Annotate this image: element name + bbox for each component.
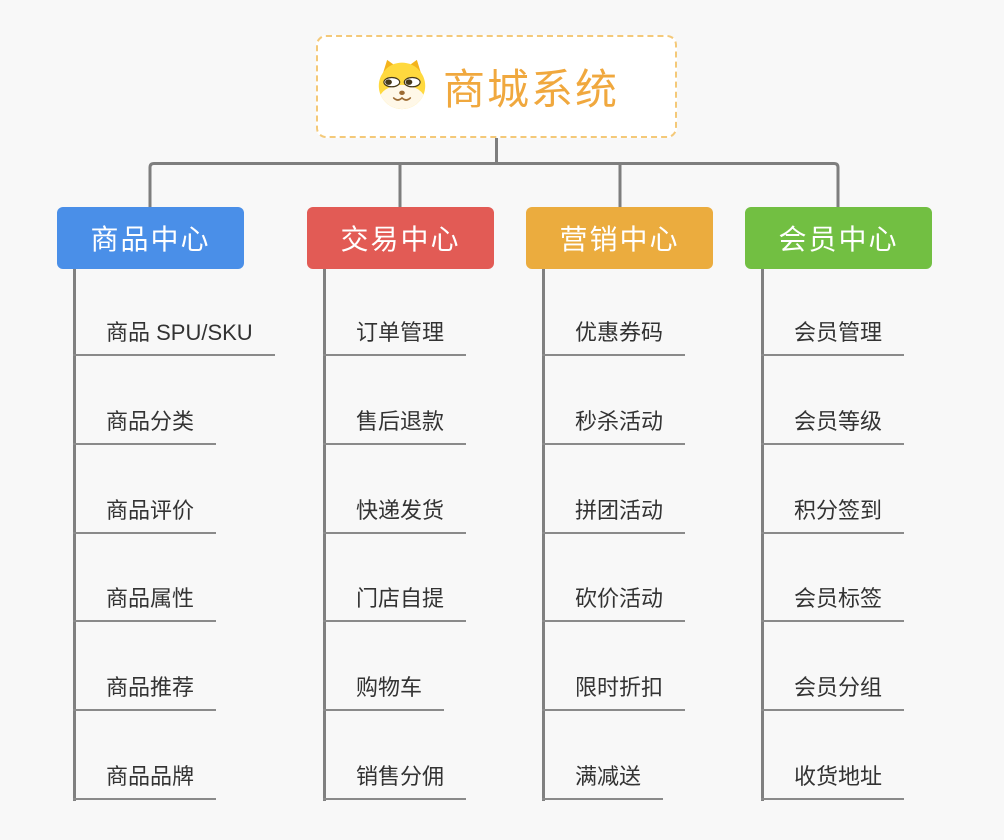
tree-item[interactable]: 砍价活动 — [542, 584, 686, 622]
tree-item[interactable]: 拼团活动 — [542, 496, 686, 534]
branch-header-member-center[interactable]: 会员中心 — [745, 207, 932, 269]
tree-item[interactable]: 会员管理 — [761, 318, 905, 356]
branch-trade-center: 交易中心 订单管理 售后退款 快递发货 门店自提 购物车 销售分佣 — [307, 207, 567, 807]
branch-connector-line — [323, 269, 326, 801]
branch-header-trade-center[interactable]: 交易中心 — [307, 207, 494, 269]
tree-item[interactable]: 会员标签 — [761, 584, 905, 622]
tree-item[interactable]: 门店自提 — [323, 584, 467, 622]
tree-item[interactable]: 秒杀活动 — [542, 407, 686, 445]
branch-product-center: 商品中心 商品 SPU/SKU 商品分类 商品评价 商品属性 商品推荐 商品品牌 — [57, 207, 317, 807]
tree-item[interactable]: 快递发货 — [323, 496, 467, 534]
tree-item[interactable]: 优惠券码 — [542, 318, 686, 356]
tree-item[interactable]: 订单管理 — [323, 318, 467, 356]
tree-item[interactable]: 商品分类 — [73, 407, 217, 445]
shiba-dog-icon — [374, 58, 430, 115]
branch-connector-line — [73, 269, 76, 801]
tree-item[interactable]: 商品推荐 — [73, 673, 217, 711]
root-node[interactable]: 商城系统 — [316, 35, 677, 138]
tree-item[interactable]: 售后退款 — [323, 407, 467, 445]
tree-item[interactable]: 会员分组 — [761, 673, 905, 711]
tree-item[interactable]: 商品品牌 — [73, 762, 217, 800]
tree-item[interactable]: 会员等级 — [761, 407, 905, 445]
tree-item[interactable]: 商品评价 — [73, 496, 217, 534]
branch-header-product-center[interactable]: 商品中心 — [57, 207, 244, 269]
tree-item[interactable]: 收货地址 — [761, 762, 905, 800]
branch-connector-line — [761, 269, 764, 801]
tree-item[interactable]: 销售分佣 — [323, 762, 467, 800]
branch-connector-line — [542, 269, 545, 801]
branch-header-marketing-center[interactable]: 营销中心 — [526, 207, 713, 269]
tree-item[interactable]: 商品属性 — [73, 584, 217, 622]
tree-item[interactable]: 商品 SPU/SKU — [73, 318, 275, 356]
branch-member-center: 会员中心 会员管理 会员等级 积分签到 会员标签 会员分组 收货地址 — [745, 207, 1004, 807]
branch-marketing-center: 营销中心 优惠券码 秒杀活动 拼团活动 砍价活动 限时折扣 满减送 — [526, 207, 786, 807]
tree-item[interactable]: 积分签到 — [761, 496, 905, 534]
tree-item[interactable]: 限时折扣 — [542, 673, 686, 711]
tree-item[interactable]: 满减送 — [542, 762, 664, 800]
tree-item[interactable]: 购物车 — [323, 673, 445, 711]
root-title: 商城系统 — [442, 66, 619, 113]
